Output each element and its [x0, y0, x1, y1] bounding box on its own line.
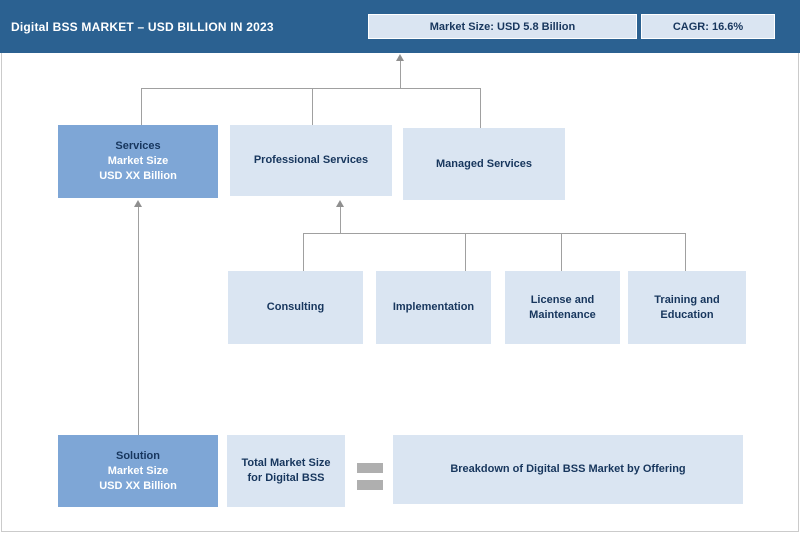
breakdown-label: Breakdown of Digital BSS Market by Offer… — [450, 463, 686, 475]
connector-tier1-drop-services — [141, 88, 142, 125]
breakdown-box: Breakdown of Digital BSS Market by Offer… — [393, 435, 743, 504]
page-title: Digital BSS MARKET – USD BILLION IN 2023 — [11, 19, 274, 34]
services-title: Services — [115, 140, 161, 152]
market-size-badge: Market Size: USD 5.8 Billion — [368, 14, 637, 39]
training-education-label: Training and Education — [654, 293, 720, 321]
implementation-label: Implementation — [392, 301, 475, 313]
connector-tier1-drop-managed — [480, 88, 481, 128]
solution-market-size-line: Market Size — [107, 464, 169, 477]
connector-tier2-horizontal — [303, 233, 685, 234]
connector-tier2-drop-license — [561, 233, 562, 271]
arrow-to-header-stem — [400, 61, 401, 88]
solution-value-line: USD XX Billion — [99, 479, 177, 492]
services-value-line: USD XX Billion — [99, 170, 177, 182]
managed-services-label: Managed Services — [436, 157, 532, 170]
arrow-to-professional-stem — [340, 207, 341, 233]
total-market-box: Total Market Size for Digital BSS — [227, 435, 345, 507]
professional-services-label: Professional Services — [253, 154, 369, 166]
arrow-up-icon — [396, 54, 404, 61]
connector-tier1-drop-professional — [312, 88, 313, 125]
equals-icon — [357, 480, 383, 490]
arrow-solution-to-services-stem — [138, 207, 139, 435]
license-maintenance-box: License and Maintenance — [505, 271, 620, 344]
cagr-badge: CAGR: 16.6% — [641, 14, 775, 39]
implementation-box: Implementation — [376, 271, 491, 344]
license-maintenance-label: License and Maintenance — [529, 293, 596, 321]
managed-services-box: Managed Services — [403, 128, 565, 200]
solution-title: Solution — [116, 449, 160, 462]
connector-tier2-drop-implementation — [465, 233, 466, 271]
connector-tier2-drop-consulting — [303, 233, 304, 271]
connector-tier1-horizontal — [141, 88, 481, 89]
arrow-up-icon — [134, 200, 142, 207]
total-market-label: Total Market Size for Digital BSS — [241, 457, 331, 484]
services-market-size-line: Market Size — [107, 155, 169, 167]
consulting-box: Consulting — [228, 271, 363, 344]
equals-icon — [357, 463, 383, 473]
services-box: Services Market Size USD XX Billion — [58, 125, 218, 198]
arrow-up-icon — [336, 200, 344, 207]
professional-services-box: Professional Services — [230, 125, 392, 196]
consulting-label: Consulting — [266, 301, 325, 313]
training-education-box: Training and Education — [628, 271, 746, 344]
connector-tier2-drop-training — [685, 233, 686, 271]
solution-box: Solution Market Size USD XX Billion — [58, 435, 218, 507]
